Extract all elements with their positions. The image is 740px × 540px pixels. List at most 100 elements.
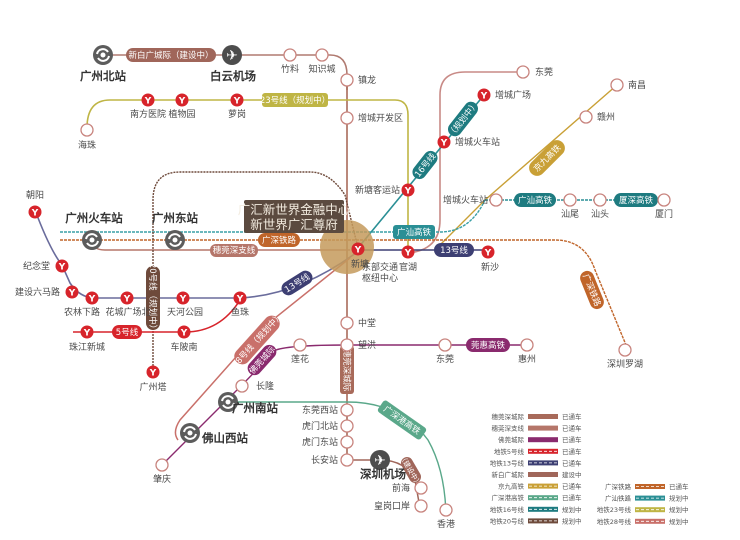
line-dongguan-loop xyxy=(407,71,523,254)
station[interactable]: 莲花 xyxy=(291,338,309,365)
station[interactable]: 汕头 xyxy=(591,193,609,220)
legend-item: 京九高铁已通车 xyxy=(498,482,582,491)
metro-icon xyxy=(177,325,191,339)
station[interactable]: 知识城 xyxy=(308,48,336,75)
station-label: 新沙 xyxy=(481,261,499,273)
station[interactable]: 望洪 xyxy=(340,338,376,352)
legend-item: 广深港高铁 已通车 xyxy=(492,493,583,502)
metro-station[interactable]: Y朝阳 xyxy=(26,190,44,219)
station[interactable]: 东莞 xyxy=(516,65,553,79)
station[interactable]: 东莞 xyxy=(436,338,454,365)
legend-line-name: 地铁20号线 xyxy=(490,516,525,525)
svg-text:23号线（规划中）: 23号线（规划中） xyxy=(260,95,330,106)
tag-guangshan: 广汕高铁 xyxy=(514,193,556,207)
metro-station[interactable]: Y新沙 xyxy=(481,245,499,274)
station[interactable]: 镇龙 xyxy=(340,73,376,87)
station-label: 竹料 xyxy=(281,63,299,75)
station[interactable]: 东莞西站 xyxy=(302,403,354,417)
tag-line23: 23号线（规划中） xyxy=(260,93,330,107)
station[interactable]: 香港 xyxy=(437,503,455,530)
station[interactable]: 南昌 xyxy=(610,78,646,92)
project-title-line1: 广汇新世界金融中心 xyxy=(238,202,351,217)
legend-line-name: 广深港高铁 xyxy=(492,493,525,502)
station[interactable]: 深圳罗湖 xyxy=(607,343,643,370)
legend-status: 建设中 xyxy=(562,470,582,479)
svg-text:穗莞深支线: 穗莞深支线 xyxy=(213,245,256,256)
metro-icon xyxy=(141,93,155,107)
station-label: 萝岗 xyxy=(228,109,246,120)
rail-hub[interactable]: 佛山西站 xyxy=(180,423,248,445)
metro-station[interactable]: Y官湖 xyxy=(399,245,417,274)
station[interactable]: 肇庆 xyxy=(153,458,171,485)
station-label: 香港 xyxy=(437,518,455,530)
airport-hub[interactable]: ✈深圳机场 xyxy=(360,450,406,481)
station[interactable]: 惠州 xyxy=(518,338,536,365)
hub-label: 广州火车站 xyxy=(65,211,123,225)
station-icon xyxy=(340,453,354,467)
metro-icon xyxy=(65,285,79,299)
station-label: 珠江新城 xyxy=(69,341,105,353)
station-label: 长安站 xyxy=(311,454,338,466)
station[interactable]: 厦门 xyxy=(655,193,673,220)
station-label: 广州塔 xyxy=(139,381,166,393)
station[interactable]: 虎门北站 xyxy=(302,419,354,433)
hub-highlight xyxy=(320,220,374,274)
metro-y-glyph: Y xyxy=(58,263,66,273)
station-label: 农林下路 xyxy=(64,306,100,318)
station[interactable]: 海珠 xyxy=(78,123,96,151)
station[interactable]: 前海 xyxy=(392,481,428,495)
station[interactable]: 增城火车站 xyxy=(443,193,503,207)
legend-status: 已通车 xyxy=(562,447,582,456)
station[interactable]: 中堂 xyxy=(340,316,376,330)
station-icon xyxy=(315,48,329,62)
legend-status: 已通车 xyxy=(562,493,582,502)
hub-note: 枢纽中心 xyxy=(362,272,398,284)
legend-line-name: 地铁13号线 xyxy=(490,458,525,467)
metro-station[interactable]: Y鱼珠 xyxy=(231,291,249,319)
metro-station[interactable]: Y新塘 xyxy=(351,242,369,271)
station[interactable]: 赣州 xyxy=(579,110,615,124)
legend-swatch xyxy=(528,460,558,466)
station[interactable]: 长隆 xyxy=(235,379,274,393)
station[interactable]: 虎门东站 xyxy=(302,435,354,449)
rail-hub[interactable]: 广州北站 xyxy=(80,45,126,83)
metro-station[interactable]: Y萝岗 xyxy=(228,93,246,121)
station[interactable]: 增城开发区 xyxy=(340,111,403,125)
station[interactable]: 汕尾 xyxy=(561,193,579,220)
metro-icon xyxy=(481,245,495,259)
legend-swatch xyxy=(528,414,558,419)
station-label: 中堂 xyxy=(358,317,376,329)
station-icon xyxy=(438,338,452,352)
metro-y-glyph: Y xyxy=(144,97,152,107)
metro-station[interactable]: Y 珠江新城 xyxy=(69,325,105,354)
legend-swatch xyxy=(528,448,558,454)
station-label: 东莞西站 xyxy=(302,404,338,416)
station-icon xyxy=(340,419,354,433)
line-20 xyxy=(152,171,359,372)
rail-hub[interactable]: 广州东站 xyxy=(152,211,198,250)
svg-text:（规划中）: （规划中） xyxy=(446,99,481,139)
legend-swatch xyxy=(528,483,558,489)
station[interactable]: 长安站 xyxy=(311,453,354,467)
metro-y-glyph: Y xyxy=(83,329,91,339)
rail-hub[interactable]: 广州火车站 xyxy=(65,211,123,250)
station-icon xyxy=(516,65,530,79)
airport-hub[interactable]: ✈白云机场 xyxy=(210,45,256,83)
rail-hub[interactable]: 广州南站 xyxy=(218,392,278,415)
legend-item: 地铁16号线规划中 xyxy=(490,505,582,514)
station-icon xyxy=(340,403,354,417)
station[interactable]: 竹料 xyxy=(281,48,299,75)
station[interactable]: 皇岗口岸 xyxy=(374,499,428,513)
